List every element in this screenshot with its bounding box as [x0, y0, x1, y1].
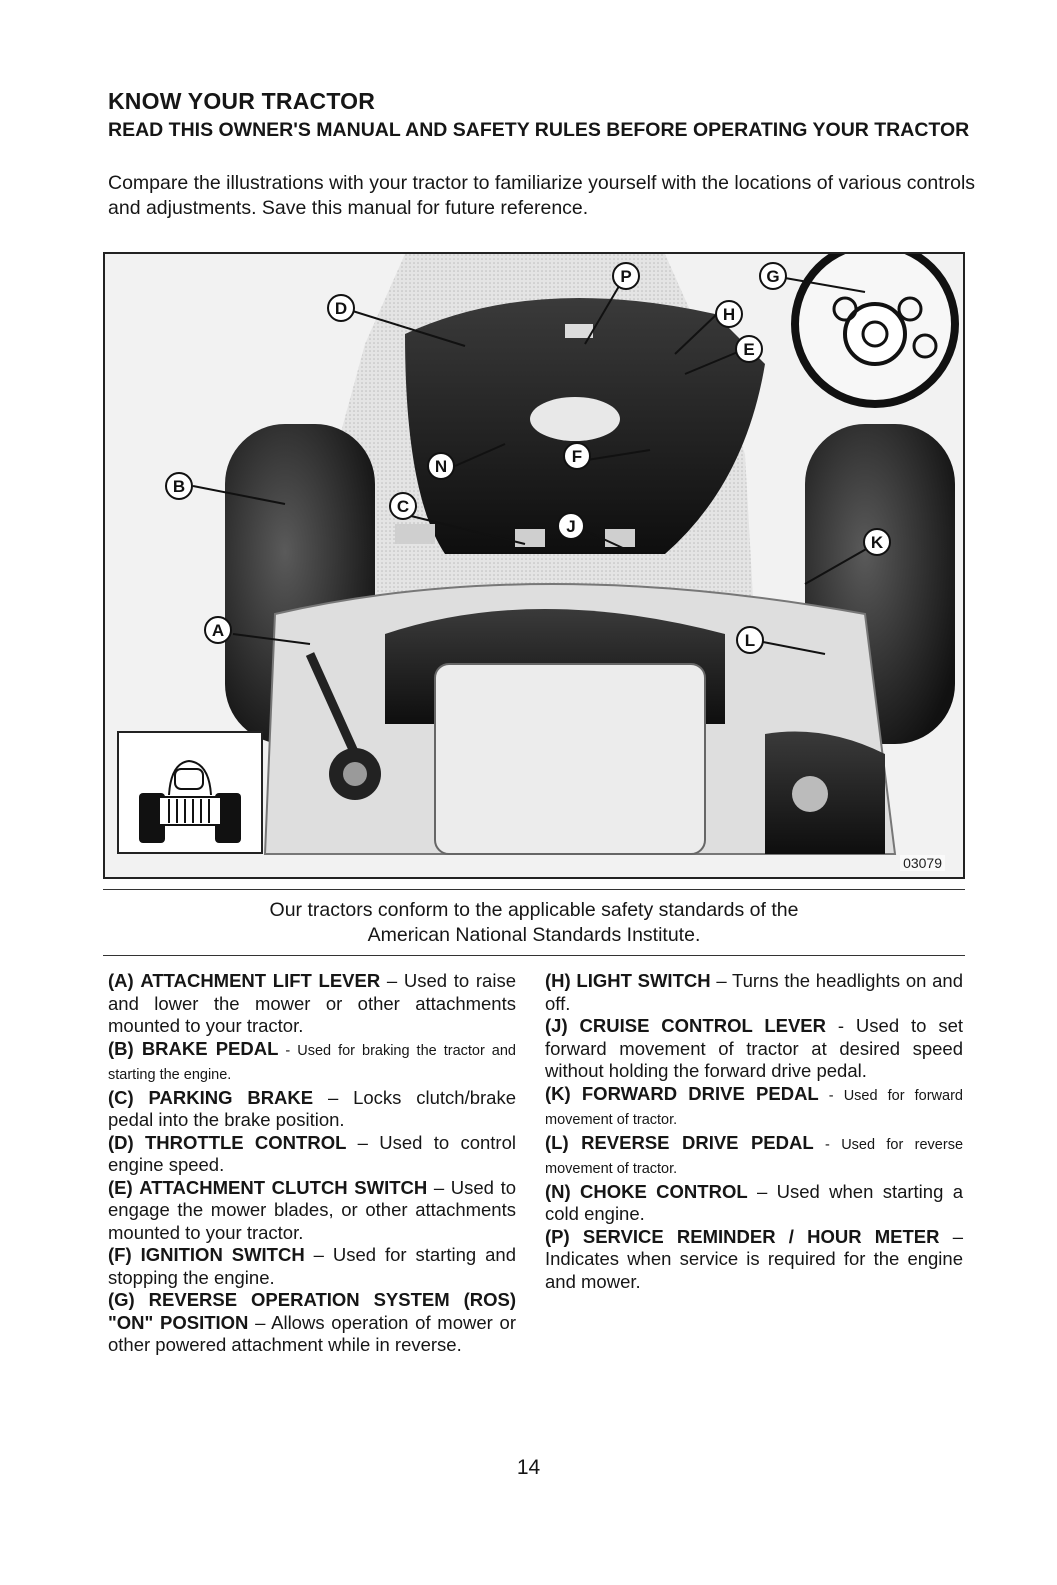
control-entry-l: (L) REVERSE DRIVE PEDAL - Used for rever… — [545, 1132, 963, 1181]
callout-label-k: K — [871, 533, 884, 552]
control-key: (F) — [108, 1244, 132, 1265]
page-number: 14 — [516, 1456, 541, 1479]
control-desc: – Used for starting and stopping the eng… — [108, 1244, 516, 1288]
callout-label-d: D — [335, 299, 347, 318]
callout-label-a: A — [212, 621, 224, 640]
control-title: LIGHT SWITCH — [576, 970, 711, 991]
control-key: (D) — [108, 1131, 134, 1153]
control-title: REVERSE DRIVE PEDAL — [581, 1131, 814, 1153]
control-title: SERVICE REMINDER / HOUR METER — [582, 1225, 940, 1247]
callout-label-e: E — [743, 340, 754, 359]
caption-bottom-rule — [103, 955, 965, 956]
control-title: ATTACHMENT LIFT LEVER — [140, 970, 381, 991]
control-desc: – Turns the headlights on and off. — [545, 970, 964, 1014]
control-key: (L) — [545, 1131, 569, 1153]
control-key: (G) — [108, 1289, 135, 1310]
control-entry-d: (D) THROTTLE CONTROL – Used to control e… — [108, 1132, 516, 1177]
control-entry-p: (P) SERVICE REMINDER / HOUR METER – Indi… — [545, 1226, 963, 1294]
callout-l — [736, 626, 764, 654]
control-key: (B) — [108, 1037, 134, 1059]
callout-j — [557, 512, 585, 540]
control-title: CRUISE CONTROL LEVER — [579, 1015, 826, 1036]
callout-n — [427, 452, 455, 480]
control-title: FORWARD DRIVE PEDAL — [581, 1082, 819, 1104]
control-title: CHOKE CONTROL — [580, 1180, 748, 1202]
callout-label-n: N — [435, 457, 447, 476]
callout-b — [165, 472, 193, 500]
control-entry-b: (B) BRAKE PEDAL - Used for braking the t… — [108, 1038, 516, 1087]
control-title: BRAKE PEDAL — [141, 1037, 279, 1059]
control-title: IGNITION SWITCH — [140, 1244, 305, 1265]
control-desc: – Indicates when service is required for… — [545, 1225, 963, 1292]
control-entry-k: (K) FORWARD DRIVE PEDAL - Used for forwa… — [545, 1083, 963, 1132]
control-desc: - Used for braking the tractor and start… — [108, 1042, 516, 1084]
control-desc: - Used for forward movement of tractor. — [545, 1087, 963, 1129]
tractor-rear-view-icon — [139, 759, 241, 843]
control-desc: – Locks clutch/brake pedal into the brak… — [108, 1086, 517, 1131]
caption-line-2: American National Standards Institute. — [367, 924, 701, 946]
tractor-illustration: P G D H E B N F C J K A L — [103, 252, 965, 879]
control-entry-g: (G) REVERSE OPERATION SYSTEM (ROS) "ON" … — [108, 1289, 516, 1357]
figure-number: 03079 — [900, 855, 945, 871]
control-key: (J) — [545, 1015, 568, 1036]
control-key: (E) — [108, 1176, 133, 1198]
control-title: THROTTLE CONTROL — [144, 1131, 347, 1153]
control-title: PARKING BRAKE — [148, 1086, 314, 1108]
control-entry-h: (H) LIGHT SWITCH – Turns the headlights … — [545, 970, 963, 1015]
caption-line-1: Our tractors conform to the applicable s… — [269, 899, 799, 921]
control-desc: – Used to raise and lower the mower or o… — [108, 970, 516, 1036]
callout-label-f: F — [572, 447, 582, 466]
control-key: (C) — [108, 1086, 134, 1108]
callout-label-c: C — [397, 497, 409, 516]
page-subtitle: READ THIS OWNER'S MANUAL AND SAFETY RULE… — [108, 119, 970, 141]
tractor-orientation-inset — [117, 731, 263, 854]
callout-h — [715, 300, 743, 328]
control-desc: – Used to control engine speed. — [108, 1131, 516, 1176]
control-desc: - Used to set forward movement of tracto… — [545, 1015, 964, 1081]
control-desc: – Used to engage the mower blades, or ot… — [108, 1176, 517, 1243]
callout-label-l: L — [745, 631, 755, 650]
control-key: (P) — [545, 1225, 570, 1247]
control-title: ATTACHMENT CLUTCH SWITCH — [139, 1176, 428, 1198]
callout-a — [204, 616, 232, 644]
control-entry-f: (F) IGNITION SWITCH – Used for starting … — [108, 1244, 516, 1289]
control-entry-j: (J) CRUISE CONTROL LEVER - Used to set f… — [545, 1015, 963, 1083]
tractor-drawing: P G D H E B N F C J K A L — [105, 254, 963, 877]
callout-p — [612, 262, 640, 290]
standards-caption: Our tractors conform to the applicable s… — [103, 898, 965, 948]
control-desc: - Used for reverse movement of tractor. — [545, 1136, 964, 1178]
rear-tray — [434, 663, 706, 855]
control-entry-e: (E) ATTACHMENT CLUTCH SWITCH – Used to e… — [108, 1177, 516, 1245]
callout-label-g: G — [766, 267, 779, 286]
callout-label-b: B — [173, 477, 185, 496]
callout-d — [327, 294, 355, 322]
callout-f — [563, 442, 591, 470]
control-key: (A) — [108, 970, 134, 991]
callout-c — [389, 492, 417, 520]
control-desc: – Allows operation of mower or other pow… — [108, 1311, 516, 1356]
control-entry-c: (C) PARKING BRAKE – Locks clutch/brake p… — [108, 1087, 516, 1132]
callout-g — [759, 262, 787, 290]
controls-list-left: (A) ATTACHMENT LIFT LEVER – Used to rais… — [108, 970, 516, 1357]
control-title: REVERSE OPERATION SYSTEM (ROS) "ON" POSI… — [108, 1289, 516, 1333]
control-key: (H) — [545, 970, 571, 991]
control-entry-a: (A) ATTACHMENT LIFT LEVER – Used to rais… — [108, 970, 516, 1038]
intro-paragraph: Compare the illustrations with your trac… — [108, 172, 976, 219]
page-title: KNOW YOUR TRACTOR — [108, 88, 376, 114]
control-desc: – Used when starting a cold engine. — [545, 1180, 963, 1225]
control-key: (K) — [545, 1082, 571, 1104]
callout-k — [863, 528, 891, 556]
control-entry-n: (N) CHOKE CONTROL – Used when starting a… — [545, 1181, 963, 1226]
controls-list-right: (H) LIGHT SWITCH – Turns the headlights … — [545, 970, 963, 1293]
control-key: (N) — [545, 1180, 571, 1202]
caption-top-rule — [103, 889, 965, 890]
callout-label-j: J — [566, 517, 575, 536]
callout-label-h: H — [723, 305, 735, 324]
callout-e — [735, 335, 763, 363]
callout-label-p: P — [620, 267, 631, 286]
